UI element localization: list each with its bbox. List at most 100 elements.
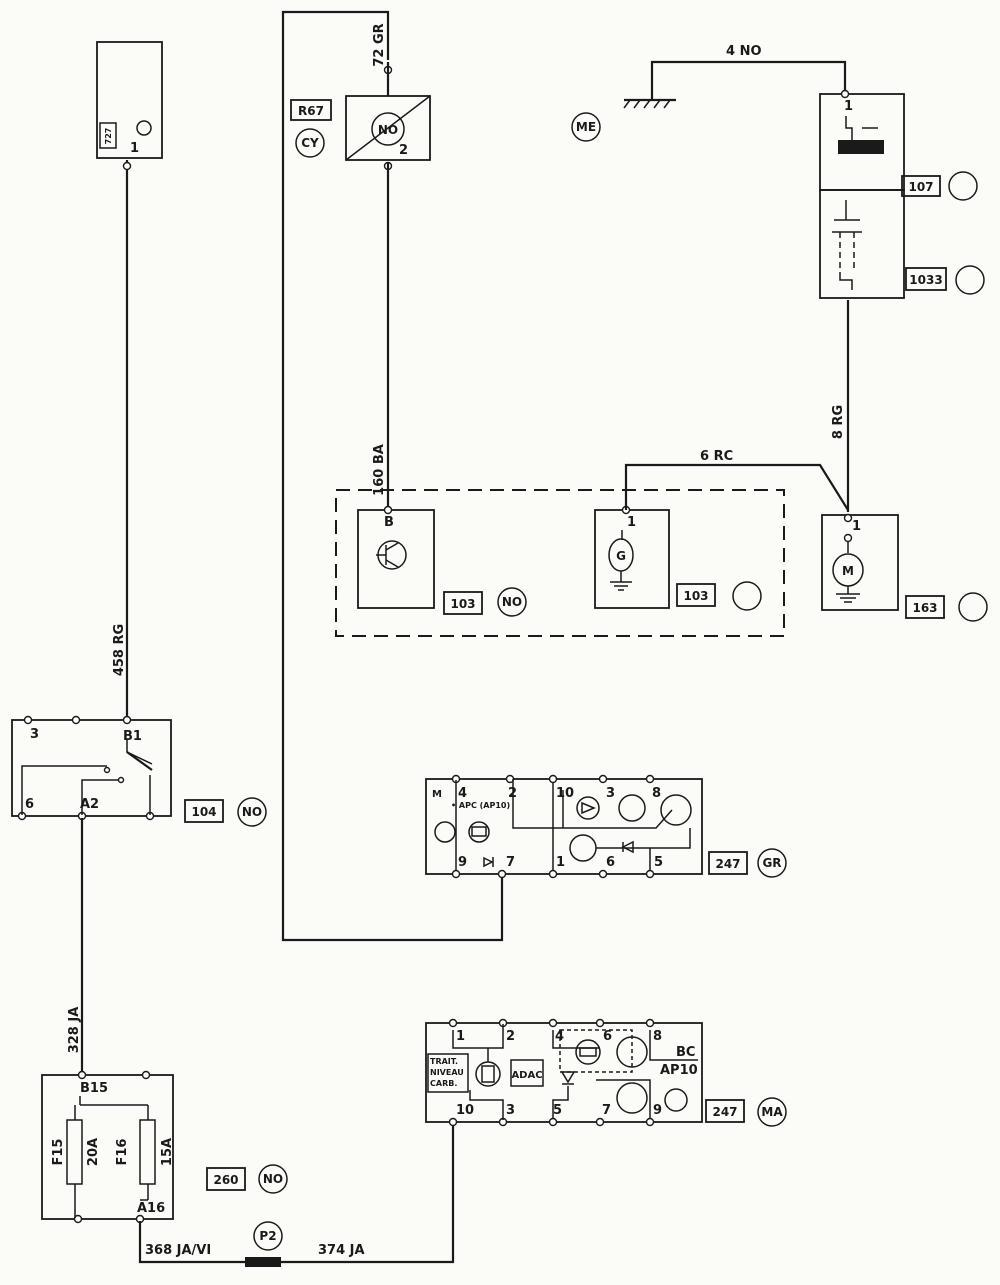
component-103a-tag (443, 591, 483, 615)
relay-ref-tag (290, 99, 332, 121)
wire-6-rc-label: 6 RC (700, 449, 733, 464)
component-107: 1 (819, 89, 905, 191)
fuse-f16: F16 (115, 1139, 130, 1166)
ground-symbol (623, 98, 676, 109)
wire-72-gr (281, 10, 504, 942)
c247ma-bc: BC (676, 1045, 695, 1060)
c247ma-ap10: AP10 (660, 1063, 698, 1078)
component-relay-no: NO 2 (345, 62, 431, 171)
c247ma-trait-3: CARB. (430, 1079, 457, 1088)
component-103-transistor: B (357, 505, 435, 609)
c247gr-pin-1: 1 (556, 855, 565, 870)
component-103-generator: 1 G (594, 505, 670, 609)
c247gr-pin-10: 10 (556, 786, 574, 801)
component-107-tag (901, 175, 941, 197)
component-104-color: NO (242, 805, 262, 819)
c247gr-pin-4: 4 (458, 786, 467, 801)
component-104-switch: 3 B1 6 A2 (11, 715, 172, 821)
component-247gr-color: GR (762, 856, 781, 870)
component-107-pin-1: 1 (844, 99, 853, 114)
fuse-f15: F15 (51, 1139, 66, 1166)
c247ma-pin-7: 7 (602, 1103, 611, 1118)
component-103a-color: NO (502, 595, 522, 609)
component-163-motor: 1 M (821, 513, 899, 611)
wire-4-no-label: 4 NO (726, 44, 762, 59)
component-247-gr: M 4 2 10 3 8 • APC (AP10) 9 7 1 6 5 (425, 774, 703, 879)
c247ma-adac: ADAC (511, 1070, 542, 1081)
c247ma-pin-10: 10 (456, 1103, 474, 1118)
wire-328-ja-label: 328 JA (67, 1007, 82, 1054)
c247ma-pin-1: 1 (456, 1029, 465, 1044)
component-247gr-tag (708, 851, 748, 875)
component-260-tag (206, 1167, 246, 1191)
c247ma-pin-4: 4 (555, 1029, 564, 1044)
wire-374-ja (281, 1125, 455, 1264)
c247ma-pin-3: 3 (506, 1103, 515, 1118)
relay-ref: R67 (298, 104, 324, 118)
relay-pin-2: 2 (399, 143, 408, 158)
component-163-tag (905, 595, 945, 619)
component-103b-color-circle (732, 581, 762, 611)
component-727-label: 727 (104, 128, 113, 145)
fuse-f15-rating: 20A (86, 1138, 101, 1166)
component-260-pin-b15: B15 (80, 1081, 108, 1096)
c247ma-trait-1: TRAIT. (430, 1057, 458, 1066)
ground-me-circle (571, 112, 601, 142)
component-163-pin-1: 1 (852, 519, 861, 534)
fuse-f16-rating: 15A (160, 1138, 175, 1166)
c247gr-pin-3: 3 (606, 786, 615, 801)
wire-6-rc (624, 463, 849, 511)
component-247gr-number: 247 (715, 857, 740, 871)
c247ma-pin-8: 8 (653, 1029, 662, 1044)
c247gr-pin-6: 6 (606, 855, 615, 870)
c247ma-pin-6: 6 (603, 1029, 612, 1044)
component-107-number: 107 (908, 180, 933, 194)
relay-code: CY (301, 136, 319, 150)
component-103a-number: 103 (450, 597, 475, 611)
component-247-ma: 1 2 4 6 8 BC AP10 10 3 5 7 9 TRAIT. NIVE… (425, 1018, 703, 1127)
component-260-number: 260 (213, 1173, 238, 1187)
motor-symbol: M (842, 564, 854, 578)
component-260-pin-a16: A16 (137, 1201, 165, 1216)
c247gr-pin-m: M (432, 789, 442, 800)
relay-center-label: NO (378, 123, 398, 137)
component-247ma-number: 247 (712, 1105, 737, 1119)
wire-160-ba-label: 160 BA (372, 444, 387, 496)
connector-p2-label: P2 (259, 1229, 276, 1243)
wire-368-ja-vi (138, 1221, 245, 1264)
component-727-pin-1: 1 (130, 141, 139, 156)
component-103b-pin-1: 1 (627, 515, 636, 530)
component-103a-color-circle (497, 587, 527, 617)
c247ma-pin-9: 9 (653, 1103, 662, 1118)
component-104-pin-3: 3 (30, 727, 39, 742)
component-247gr-color-circle (757, 848, 787, 878)
c247gr-pin-5: 5 (654, 855, 663, 870)
c247gr-pin-7: 7 (506, 855, 515, 870)
wire-374-ja-label: 374 JA (318, 1243, 365, 1258)
c247ma-trait-2: NIVEAU (430, 1068, 464, 1077)
component-103a-pin-b: B (384, 515, 394, 530)
wire-8-rg-label: 8 RG (831, 405, 846, 439)
component-104-number: 104 (191, 805, 216, 819)
relay-code-circle (295, 128, 325, 158)
c247gr-pin-8: 8 (652, 786, 661, 801)
c247gr-pin-9: 9 (458, 855, 467, 870)
component-260-color-circle (258, 1164, 288, 1194)
component-260-color: NO (263, 1172, 283, 1186)
component-727: 727 1 (96, 41, 163, 159)
connector-p2 (245, 1257, 281, 1267)
component-1033-color-circle (955, 265, 985, 295)
component-104-pin-6: 6 (25, 797, 34, 812)
component-104-pin-b1: B1 (123, 729, 142, 744)
component-104-pin-a2: A2 (80, 797, 99, 812)
component-1033-tag (905, 267, 947, 291)
wire-72-gr-label: 72 GR (372, 23, 387, 66)
component-103b-tag (676, 583, 716, 607)
c247ma-pin-2: 2 (506, 1029, 515, 1044)
component-260-fusebox: B15 A16 F15 20A F16 15A (41, 1070, 175, 1224)
wire-458-rg-label: 458 RG (112, 624, 127, 676)
component-104-tag (184, 799, 224, 823)
component-1033-number: 1033 (909, 273, 942, 287)
group-103-dashed (335, 489, 785, 637)
